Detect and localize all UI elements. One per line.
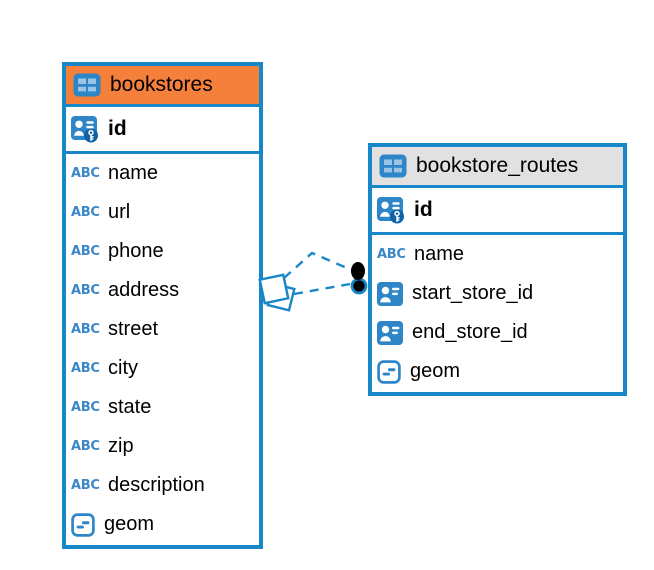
column-row-address[interactable]: ABC address	[66, 271, 259, 310]
column-row-geom[interactable]: geom	[372, 352, 623, 391]
source-diamond-back	[266, 282, 296, 312]
target-dot-marker-upper[interactable]	[351, 262, 365, 280]
column-label: url	[108, 201, 131, 223]
geometry-icon	[377, 360, 401, 384]
geometry-icon	[71, 513, 95, 537]
abc-icon: ABC	[71, 166, 100, 181]
table-icon	[379, 154, 407, 178]
table-bookstores[interactable]: bookstores id ABC name ABC url ABC phone…	[62, 62, 263, 549]
table-name: bookstores	[110, 73, 213, 96]
relation-source-marker[interactable]	[258, 273, 296, 312]
column-label: start_store_id	[412, 282, 534, 304]
column-label: description	[108, 474, 205, 496]
column-label: geom	[104, 513, 155, 535]
abc-icon: ABC	[377, 247, 406, 262]
column-row-city[interactable]: ABC city	[66, 349, 259, 388]
column-row-phone[interactable]: ABC phone	[66, 232, 259, 271]
table-bookstore-routes[interactable]: bookstore_routes id ABC name start_store…	[368, 143, 627, 396]
column-list: ABC name start_store_id end_store_id geo…	[372, 235, 623, 391]
person-card-icon	[377, 321, 403, 345]
relation-line-end-store-id[interactable]	[293, 282, 351, 296]
source-diamond-front	[258, 273, 290, 305]
column-label: end_store_id	[412, 321, 528, 343]
column-row-state[interactable]: ABC state	[66, 388, 259, 427]
relation-line-start-store-id[interactable]	[283, 251, 355, 279]
column-label: phone	[108, 240, 164, 262]
column-row-zip[interactable]: ABC zip	[66, 427, 259, 466]
abc-icon: ABC	[71, 205, 100, 220]
pk-row-id[interactable]: id	[372, 188, 623, 235]
column-label: geom	[410, 360, 461, 382]
column-row-street[interactable]: ABC street	[66, 310, 259, 349]
person-key-icon	[71, 116, 99, 143]
table-icon	[73, 73, 101, 97]
pk-label: id	[108, 117, 127, 140]
column-label: street	[108, 318, 159, 340]
table-bookstores-header[interactable]: bookstores	[66, 66, 259, 107]
column-row-start-store-id[interactable]: start_store_id	[372, 274, 623, 313]
column-row-geom[interactable]: geom	[66, 505, 259, 544]
abc-icon: ABC	[71, 439, 100, 454]
column-row-name[interactable]: ABC name	[372, 235, 623, 274]
abc-icon: ABC	[71, 283, 100, 298]
table-bookstore-routes-header[interactable]: bookstore_routes	[372, 147, 623, 188]
column-label: name	[414, 243, 465, 265]
column-row-end-store-id[interactable]: end_store_id	[372, 313, 623, 352]
column-label: address	[108, 279, 180, 301]
abc-icon: ABC	[71, 244, 100, 259]
pk-label: id	[414, 198, 433, 221]
table-name: bookstore_routes	[416, 154, 579, 177]
column-row-description[interactable]: ABC description	[66, 466, 259, 505]
abc-icon: ABC	[71, 478, 100, 493]
target-dot-marker-lower[interactable]	[350, 277, 368, 295]
person-card-icon	[377, 282, 403, 306]
column-label: name	[108, 162, 159, 184]
column-list: ABC name ABC url ABC phone ABC address A…	[66, 154, 259, 544]
pk-row-id[interactable]: id	[66, 107, 259, 154]
column-label: state	[108, 396, 152, 418]
abc-icon: ABC	[71, 322, 100, 337]
column-label: zip	[108, 435, 134, 457]
column-label: city	[108, 357, 138, 379]
abc-icon: ABC	[71, 361, 100, 376]
person-key-icon	[377, 197, 405, 224]
abc-icon: ABC	[71, 400, 100, 415]
column-row-name[interactable]: ABC name	[66, 154, 259, 193]
column-row-url[interactable]: ABC url	[66, 193, 259, 232]
